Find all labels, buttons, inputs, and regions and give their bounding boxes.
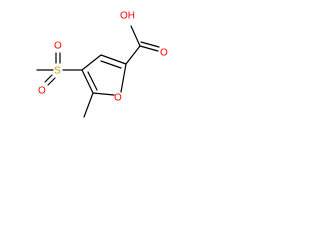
bond-ccarboxyl-o-double-a <box>139 45 159 52</box>
bond-c2-c3-inner <box>100 60 122 69</box>
bond-c2-c3 <box>100 54 127 65</box>
bond-ccarboxyl-o-double-b <box>140 41 160 48</box>
bond-c4-c5-inner <box>87 71 98 91</box>
label-carbonyl-oxygen: O <box>160 48 168 59</box>
furan-ring <box>81 54 127 96</box>
bond-s-o-left-b <box>47 77 56 86</box>
methylsulfonyl-group <box>36 52 83 86</box>
bond-c2-ccarboxyl <box>125 45 141 65</box>
label-sulfur: S <box>54 66 61 77</box>
label-hydroxyl: OH <box>120 11 135 22</box>
bond-c5-o1 <box>92 92 115 96</box>
bond-ccarboxyl-oh <box>130 25 141 47</box>
bond-c3-c4 <box>81 54 102 71</box>
bond-c5-methyl <box>83 92 94 118</box>
label-sulfonyl-oxygen-top: O <box>54 41 62 52</box>
bond-s-o-left-a <box>44 74 53 83</box>
label-sulfonyl-oxygen-left: O <box>38 86 46 97</box>
bond-o1-c2 <box>120 63 127 93</box>
label-ring-oxygen: O <box>114 93 122 104</box>
carboxyl-group <box>125 25 160 65</box>
bond-c4-c5 <box>81 69 94 94</box>
molecule-structure-diagram: OH O O S O O <box>36 11 168 118</box>
